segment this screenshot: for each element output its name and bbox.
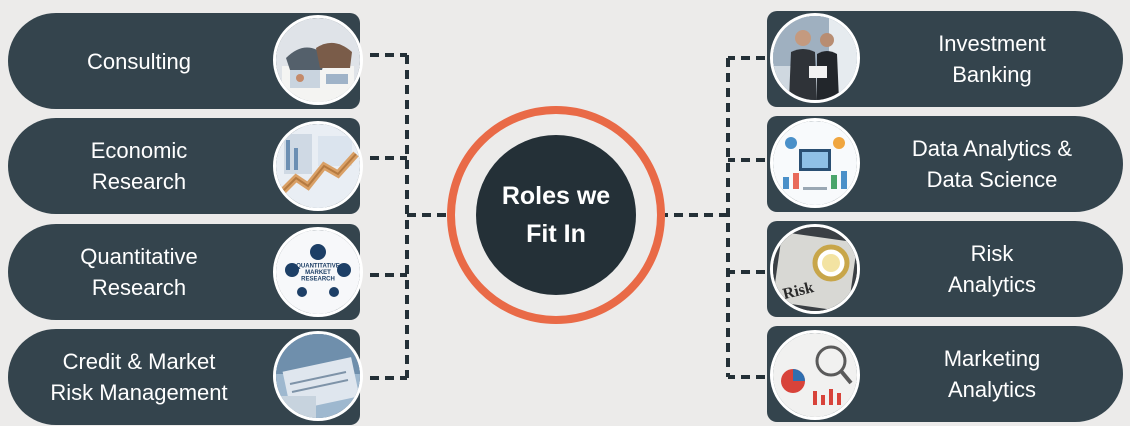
role-label: Data Analytics & Data Science [911, 136, 1073, 192]
risk-analytics-photo-icon: Risk [770, 224, 860, 314]
investment-banking-photo-icon [770, 13, 860, 103]
consulting-photo-icon [273, 15, 363, 105]
role-label: Economic Research [90, 138, 188, 194]
economic-research-photo-icon [273, 121, 363, 211]
role-label: Risk Analytics [947, 241, 1037, 297]
role-label: Investment Banking [938, 31, 1046, 87]
role-label: Quantitative Research [80, 244, 198, 300]
role-label: Marketing Analytics [943, 346, 1041, 402]
role-label: Consulting [87, 48, 191, 74]
marketing-analytics-photo-icon [770, 330, 860, 420]
data-analytics-icon [770, 118, 860, 208]
center-title: Roles we Fit In [476, 135, 636, 295]
credit-risk-photo-icon [273, 331, 363, 421]
role-label: Credit & Market Risk Management [50, 349, 228, 405]
